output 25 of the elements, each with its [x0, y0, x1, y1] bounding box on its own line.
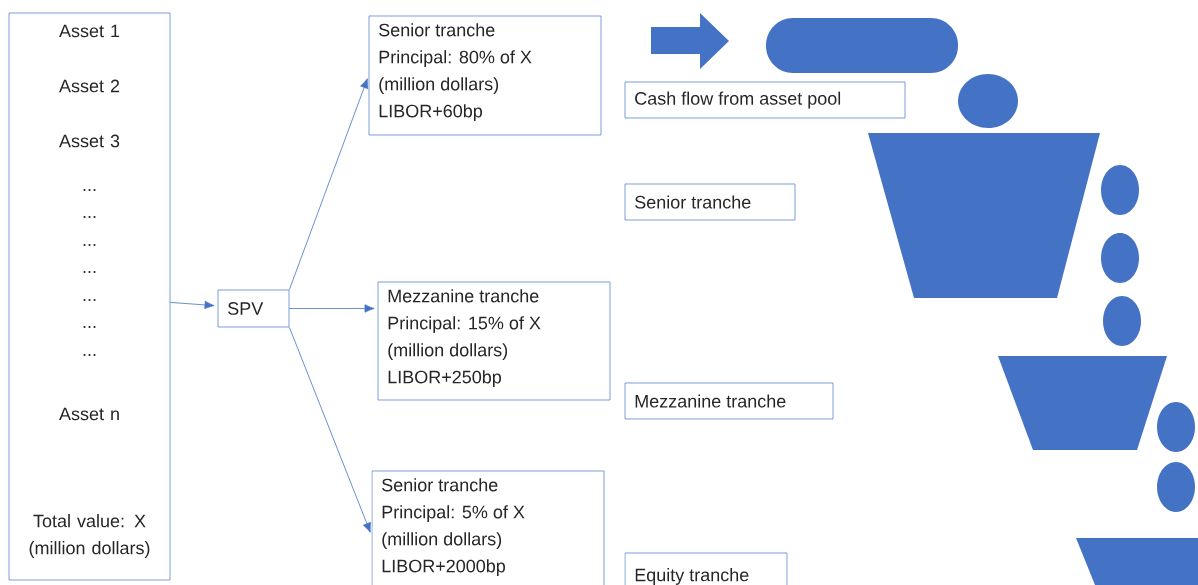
- arrow: [289, 327, 371, 533]
- arrow: [289, 78, 369, 290]
- spv-box: SPV: [217, 289, 290, 328]
- ellipsis-mark: ...: [83, 271, 96, 273]
- arrow: [170, 300, 215, 310]
- asset-pool-box: [8, 12, 171, 581]
- asset-label: Asset n: [59, 407, 119, 421]
- label-box: Cash flow from asset pool: [624, 81, 906, 119]
- tranche-box: Senior tranche Principal: 80% of X (million dollars) LIBOR+60bp: [368, 15, 602, 136]
- asset-label: Asset 3: [59, 134, 120, 148]
- arrow: [289, 304, 375, 313]
- tranche-box: Mezzanine tranche Principal: 15% of X (million dollars) LIBOR+250bp: [377, 281, 611, 401]
- ellipsis-mark: ...: [83, 354, 96, 356]
- ellipsis-mark: ...: [83, 216, 96, 218]
- ellipsis-mark: ...: [83, 244, 96, 246]
- ellipsis-mark: ...: [83, 299, 96, 301]
- label-box: Senior tranche: [624, 183, 796, 221]
- asset-label: Total value: X (million dollars): [29, 514, 150, 558]
- asset-label: Asset 2: [59, 79, 120, 93]
- label-box: Equity tranche: [624, 552, 788, 585]
- ellipsis-mark: ...: [83, 326, 96, 328]
- tranche-box: Senior tranche Principal: 5% of X (million dollars) LIBOR+2000bp: [371, 470, 605, 585]
- ellipsis-mark: ...: [83, 189, 96, 191]
- label-box: Mezzanine tranche: [624, 382, 834, 420]
- asset-label: Asset 1: [59, 24, 120, 38]
